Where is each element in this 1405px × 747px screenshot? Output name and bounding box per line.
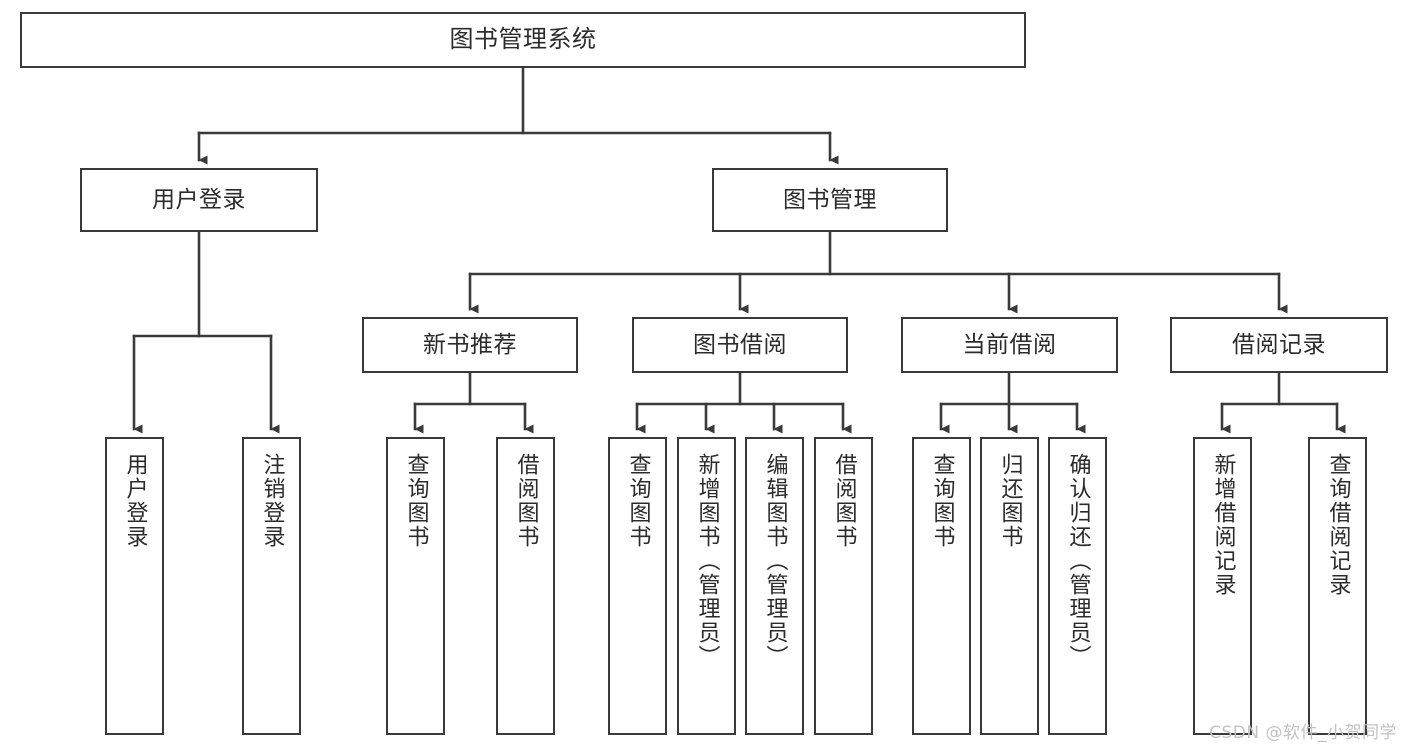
leaf-borrow-book-2[interactable]: 借阅图书	[814, 437, 873, 735]
node-book-manage[interactable]: 图书管理	[712, 168, 948, 232]
node-new-book-recommend[interactable]: 新书推荐	[362, 317, 578, 373]
node-label: 当前借阅	[962, 331, 1057, 358]
node-current-borrow[interactable]: 当前借阅	[901, 317, 1118, 373]
node-label: 用户登录	[122, 453, 148, 549]
leaf-query-book-2[interactable]: 查询图书	[608, 437, 667, 735]
leaf-add-book[interactable]: 新增图书（管理员）	[677, 437, 736, 735]
node-label: 借阅图书	[513, 453, 539, 549]
node-label: 查询图书	[929, 453, 955, 549]
leaf-query-record[interactable]: 查询借阅记录	[1308, 437, 1367, 735]
leaf-add-record[interactable]: 新增借阅记录	[1193, 437, 1252, 735]
leaf-edit-book[interactable]: 编辑图书（管理员）	[745, 437, 804, 735]
node-label: 图书管理	[783, 186, 877, 213]
node-label: 新书推荐	[423, 331, 517, 358]
node-label: 借阅图书	[831, 453, 857, 549]
leaf-return-book[interactable]: 归还图书	[980, 437, 1039, 735]
node-label: 借阅记录	[1232, 331, 1326, 358]
node-label: 查询图书	[625, 453, 651, 549]
node-label: 图书借阅	[693, 331, 787, 358]
node-borrow-record[interactable]: 借阅记录	[1170, 317, 1388, 373]
node-label: 编辑图书（管理员）	[762, 453, 788, 669]
leaf-logout-login[interactable]: 注销登录	[242, 437, 301, 735]
node-label: 确认归还（管理员）	[1065, 453, 1091, 669]
node-label: 用户登录	[152, 186, 246, 213]
node-label: 查询图书	[403, 453, 429, 549]
leaf-user-login[interactable]: 用户登录	[105, 437, 164, 735]
node-label: 图书管理系统	[449, 25, 597, 54]
node-user-login[interactable]: 用户登录	[80, 168, 318, 232]
node-label: 新增图书（管理员）	[694, 453, 720, 669]
leaf-query-book-1[interactable]: 查询图书	[386, 437, 445, 735]
leaf-confirm-return[interactable]: 确认归还（管理员）	[1048, 437, 1107, 735]
leaf-query-book-3[interactable]: 查询图书	[912, 437, 971, 735]
csdn-watermark: CSDN @软件_小贺同学	[1209, 723, 1397, 743]
node-root-book-management-system[interactable]: 图书管理系统	[20, 12, 1026, 68]
node-book-borrow[interactable]: 图书借阅	[632, 317, 848, 373]
node-label: 归还图书	[997, 453, 1023, 549]
node-label: 注销登录	[259, 453, 285, 549]
node-label: 查询借阅记录	[1325, 453, 1351, 597]
node-label: 新增借阅记录	[1210, 453, 1236, 597]
leaf-borrow-book-1[interactable]: 借阅图书	[496, 437, 555, 735]
